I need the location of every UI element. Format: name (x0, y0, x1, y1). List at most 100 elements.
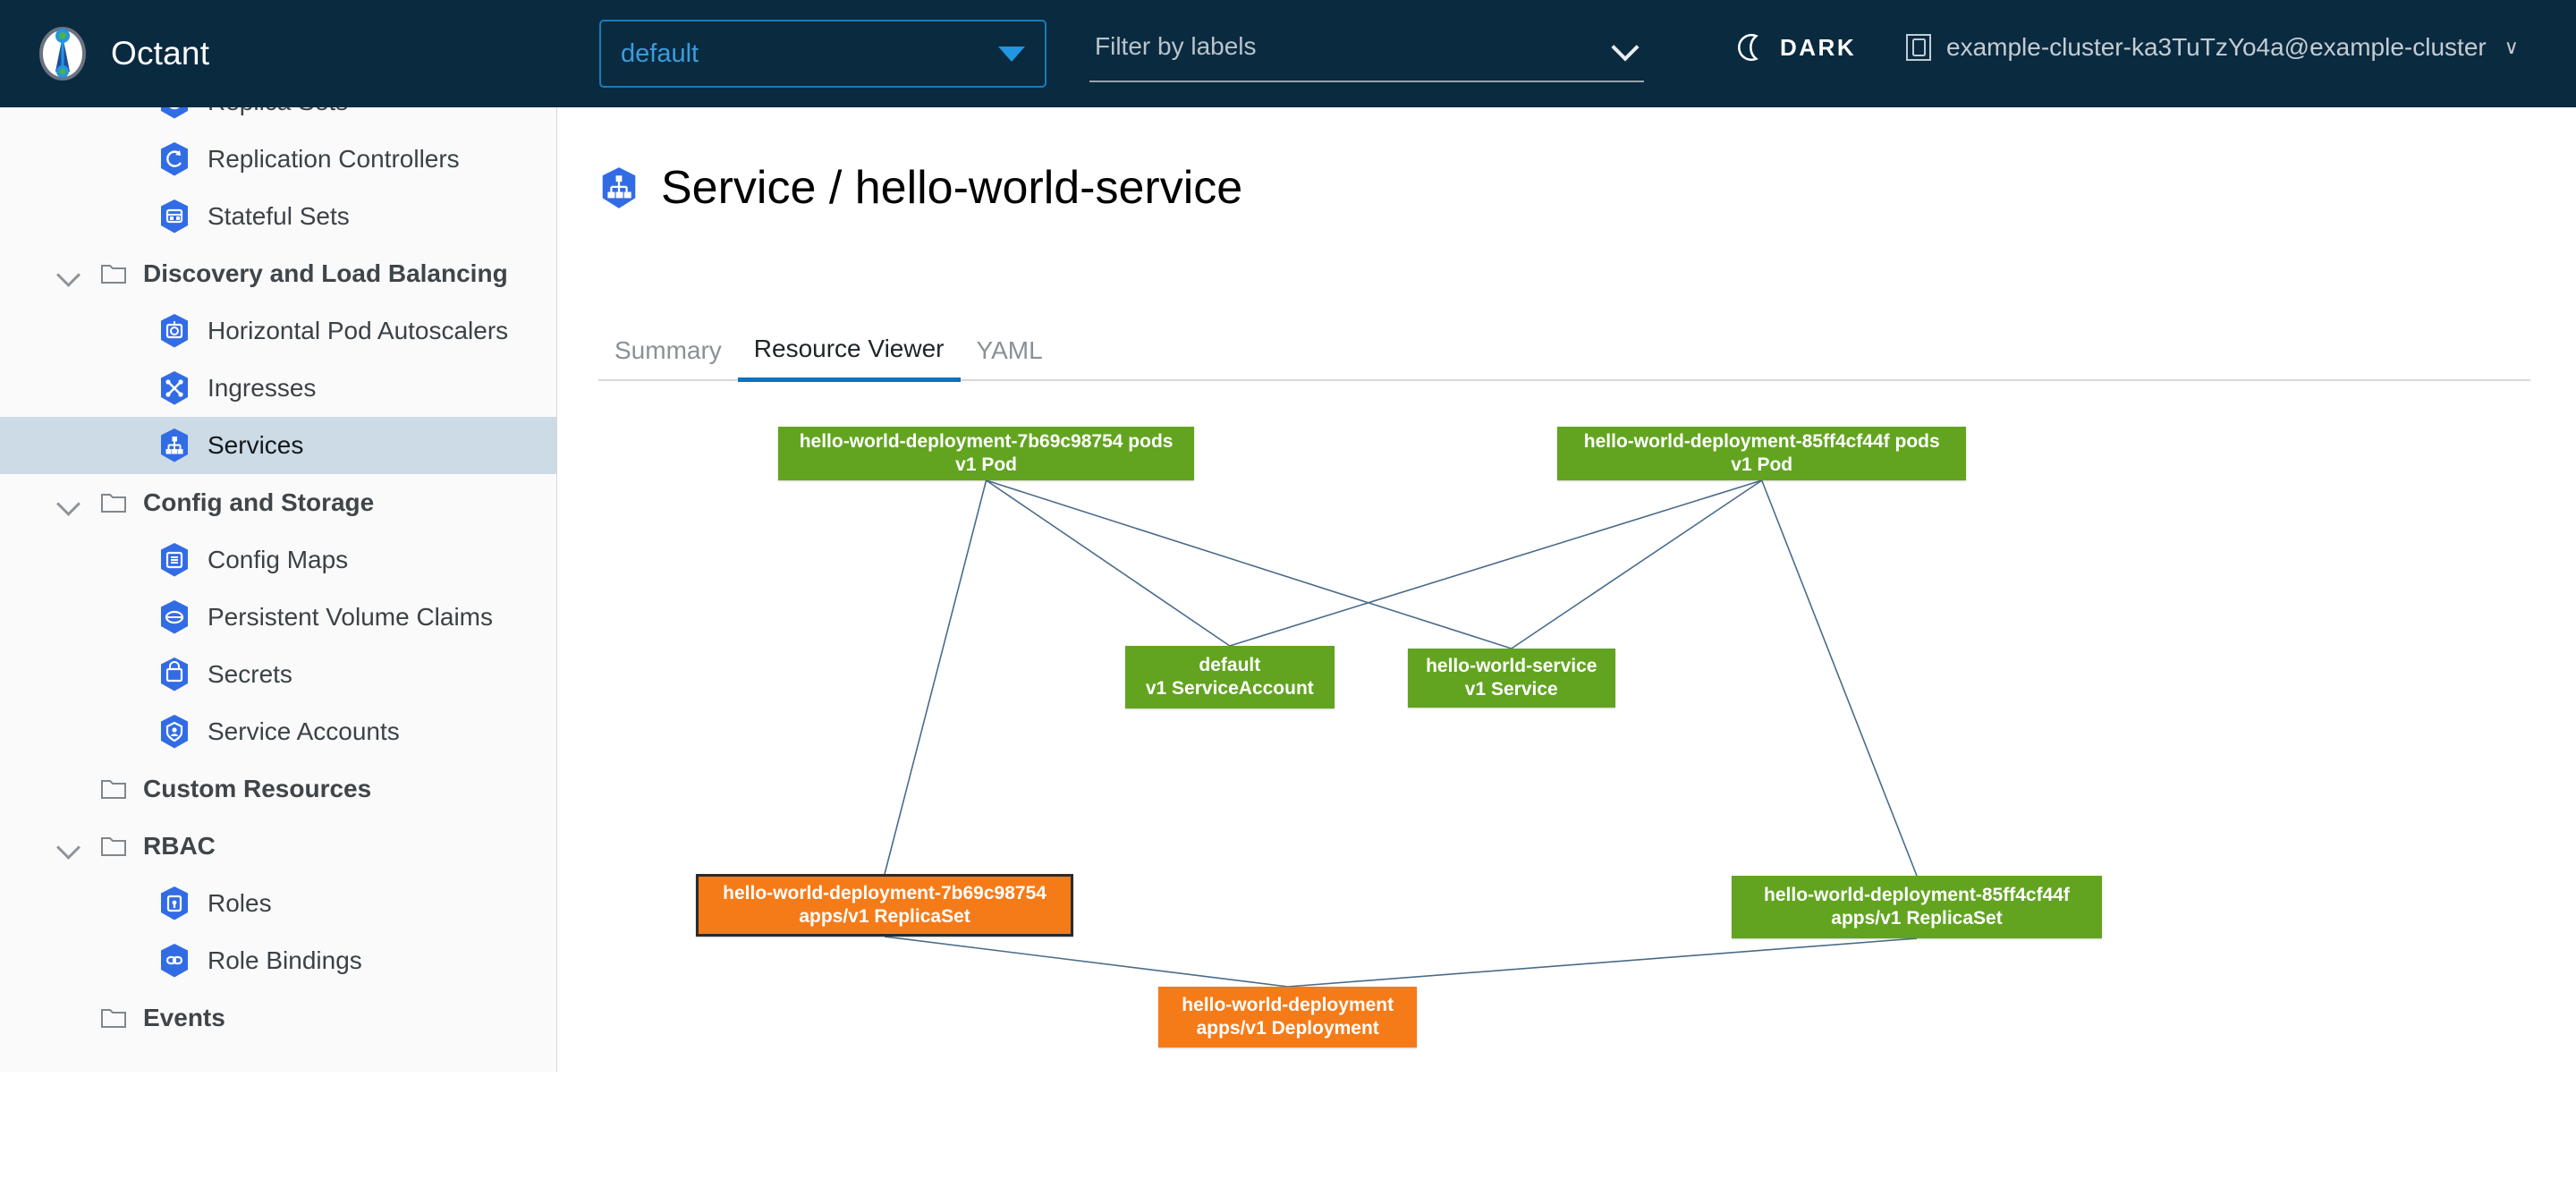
chevron-down-icon[interactable] (55, 260, 82, 287)
tab-bar: Summary Resource Viewer YAML (598, 322, 2530, 382)
theme-toggle-button[interactable]: DARK (1735, 32, 1856, 63)
sidebar-item-stateful-sets[interactable]: Stateful Sets (0, 188, 556, 245)
k8s-configmap-icon (161, 543, 188, 577)
graph-node-kind: apps/v1 ReplicaSet (1831, 908, 2003, 929)
k8s-ingress-icon (161, 371, 188, 405)
cluster-label: example-cluster-ka3TuTzYo4a@example-clus… (1946, 33, 2487, 61)
chevron-down-icon[interactable] (1612, 33, 1639, 60)
octant-logo-icon (39, 27, 86, 81)
namespace-value: default (621, 38, 699, 68)
graph-node-name: hello-world-deployment (1182, 994, 1394, 1015)
sidebar-item-label: Discovery and Load Balancing (143, 259, 508, 287)
sidebar-item-roles[interactable]: Roles (0, 875, 556, 932)
sidebar-item-custom-resources[interactable]: Custom Resources (0, 760, 556, 818)
cluster-icon (1906, 34, 1931, 61)
sidebar-item-events[interactable]: Events (0, 989, 556, 1047)
label-filter-placeholder: Filter by labels (1095, 32, 1257, 60)
graph-edge (1760, 479, 1918, 877)
sidebar-item-discovery-and-load-balancing[interactable]: Discovery and Load Balancing (0, 245, 556, 302)
k8s-serviceaccount-icon (161, 715, 188, 749)
k8s-service-icon (602, 167, 636, 208)
page-title-text: Service / hello-world-service (661, 162, 1243, 214)
graph-edge (1229, 479, 1762, 647)
top-header: Octant default Filter by labels DARK exa… (0, 0, 2576, 107)
graph-node-name: hello-world-deployment-7b69c98754 (723, 882, 1046, 903)
folder-icon (101, 780, 126, 799)
moon-icon (1737, 33, 1758, 62)
graph-node-deployment-hello-world[interactable]: hello-world-deployment apps/v1 Deployment (1158, 987, 1417, 1048)
sidebar-item-label: Role Bindings (208, 946, 362, 974)
sidebar-item-config-and-storage[interactable]: Config and Storage (0, 474, 556, 531)
k8s-replicaset-icon (161, 107, 188, 119)
graph-edges (884, 479, 1918, 988)
folder-icon (101, 494, 126, 513)
cluster-select[interactable]: example-cluster-ka3TuTzYo4a@example-clus… (1905, 32, 2519, 63)
tab-resource-viewer[interactable]: Resource Viewer (737, 335, 961, 382)
sidebar-item-label: Services (208, 431, 304, 459)
sidebar-item-replica-sets[interactable]: Replica Sets (0, 107, 556, 131)
k8s-service-icon (161, 428, 188, 462)
graph-node-name: hello-world-deployment-7b69c98754 pods (799, 430, 1174, 452)
graph-node-kind: v1 Service (1464, 679, 1558, 700)
sidebar-item-role-bindings[interactable]: Role Bindings (0, 932, 556, 989)
graph-node-kind: v1 Pod (955, 454, 1017, 475)
sidebar-item-label: Ingresses (208, 374, 317, 402)
folder-icon (101, 837, 126, 856)
sidebar-item-label: Events (143, 1004, 225, 1031)
sidebar-item-label: Stateful Sets (208, 202, 350, 230)
sidebar-item-label: Replica Sets (208, 107, 348, 116)
brand[interactable]: Octant (34, 25, 209, 82)
graph-edge (986, 479, 1513, 649)
sidebar-item-label: Config Maps (208, 546, 349, 573)
folder-icon (101, 265, 126, 284)
sidebar-item-config-maps[interactable]: Config Maps (0, 531, 556, 589)
chevron-down-icon[interactable] (55, 489, 82, 516)
k8s-secret-icon (161, 657, 188, 691)
graph-node-kind: v1 ServiceAccount (1145, 678, 1314, 699)
sidebar-item-persistent-volume-claims[interactable]: Persistent Volume Claims (0, 589, 556, 646)
main-content: Service / hello-world-service Summary Res… (558, 107, 2576, 1072)
graph-node-kind: v1 Pod (1731, 454, 1793, 475)
sidebar-item-service-accounts[interactable]: Service Accounts (0, 703, 556, 760)
label-filter-input[interactable]: Filter by labels (1089, 23, 1644, 82)
sidebar-item-label: Service Accounts (208, 717, 400, 745)
k8s-pvc-icon (161, 600, 188, 634)
sidebar-item-horizontal-pod-autoscalers[interactable]: Horizontal Pod Autoscalers (0, 302, 556, 360)
graph-node-kind: apps/v1 Deployment (1196, 1018, 1379, 1039)
graph-edge (884, 479, 987, 875)
graph-edge (884, 936, 1288, 988)
chevron-spacer (55, 776, 82, 802)
k8s-role-icon (161, 886, 188, 920)
graph-node-replicaset-7b69[interactable]: hello-world-deployment-7b69c98754 apps/v1… (696, 874, 1073, 937)
sidebar-item-rbac[interactable]: RBAC (0, 818, 556, 875)
tab-summary[interactable]: Summary (614, 336, 722, 364)
sidebar-item-label: Secrets (208, 660, 292, 688)
sidebar-item-label: Config and Storage (143, 488, 375, 516)
sidebar-item-services[interactable]: Services (0, 417, 556, 474)
graph-edge (1511, 479, 1763, 649)
graph-node-kind: apps/v1 ReplicaSet (799, 906, 970, 927)
chevron-spacer (55, 1005, 82, 1031)
sidebar-nav-list: Replica SetsReplication ControllersState… (0, 107, 556, 1047)
sidebar[interactable]: Replica SetsReplication ControllersState… (0, 107, 557, 1072)
graph-edge (1287, 937, 1918, 988)
sidebar-item-label: Persistent Volume Claims (208, 603, 494, 631)
sidebar-item-label: Custom Resources (143, 775, 372, 802)
graph-node-name: hello-world-deployment-85ff4cf44f pods (1583, 430, 1940, 452)
sidebar-item-secrets[interactable]: Secrets (0, 646, 556, 703)
folder-icon (101, 1009, 126, 1028)
chevron-down-icon[interactable] (55, 833, 82, 860)
namespace-select[interactable]: default (599, 20, 1046, 88)
sidebar-item-ingresses[interactable]: Ingresses (0, 360, 556, 417)
theme-toggle-label: DARK (1780, 33, 1857, 61)
tab-yaml[interactable]: YAML (976, 336, 1043, 364)
brand-name: Octant (111, 35, 210, 72)
sidebar-item-replication-controllers[interactable]: Replication Controllers (0, 131, 556, 188)
k8s-rolebinding-icon (161, 944, 188, 978)
